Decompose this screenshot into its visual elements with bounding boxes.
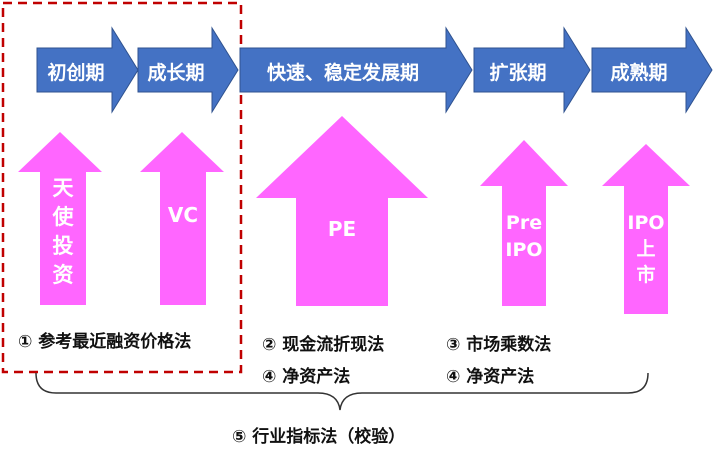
financing-label-ipo: IPO 上市: [627, 212, 664, 286]
financing-label-line: 上: [636, 238, 655, 260]
method-net-assets-2: ④ 净资产法: [446, 366, 534, 387]
method-industry-metric: ⑤ 行业指标法（校验）: [232, 426, 405, 447]
financing-label-line: 使: [52, 205, 75, 229]
financing-arrow-pe: PE: [256, 116, 428, 306]
financing-label-line: IPO: [505, 239, 542, 261]
financing-arrow-vc: VC: [140, 132, 224, 305]
stage-label-2: 成长期: [147, 61, 204, 84]
method-dcf: ② 现金流折现法: [262, 334, 384, 355]
financing-label-line: VC: [168, 203, 198, 227]
financing-label-line: PE: [328, 217, 356, 241]
financing-label-line: 资: [53, 263, 74, 287]
financing-label-line: 天: [53, 176, 75, 200]
financing-arrow-ipo: IPO 上市: [602, 144, 690, 314]
early-stage-dashed-box: [1, 1, 243, 374]
stage-label-1: 初创期: [47, 61, 104, 84]
stage-label-4: 扩张期: [489, 62, 546, 84]
stage-label-3: 快速、稳定发展期: [267, 61, 419, 84]
financing-label-line: 市: [636, 263, 655, 286]
financing-label-line: Pre: [506, 212, 542, 234]
stage-arrow-2: 成长期: [137, 26, 239, 114]
method-recent-financing-price: ① 参考最近融资价格法: [18, 331, 191, 352]
method-market-multiple: ③ 市场乘数法: [446, 334, 551, 355]
stage-arrow-3: 快速、稳定发展期: [239, 26, 473, 114]
bottom-brace: [35, 372, 649, 411]
financing-label-line: IPO: [627, 212, 664, 234]
stage-arrow-4: 扩张期: [473, 26, 591, 114]
financing-label-pe: PE: [328, 217, 356, 241]
stage-arrow-5: 成熟期: [591, 26, 713, 114]
financing-label-line: 投: [53, 234, 74, 258]
method-net-assets-1: ④ 净资产法: [262, 366, 350, 387]
stage-arrow-1: 初创期: [36, 26, 139, 114]
stage-label-5: 成熟期: [610, 61, 667, 84]
financing-label-vc: VC: [168, 203, 198, 227]
